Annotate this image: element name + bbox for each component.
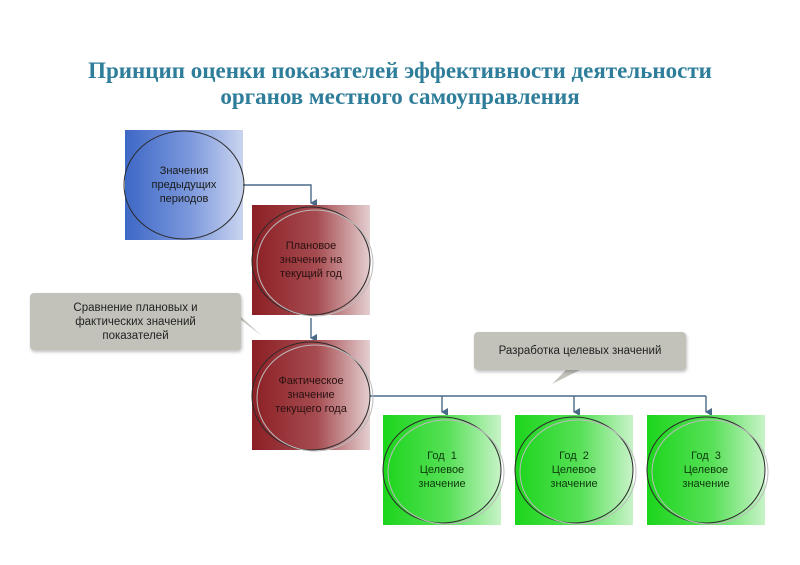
previous-periods-box: Значения предыдущих периодов xyxy=(123,130,245,240)
circle-outline-icon xyxy=(251,206,374,317)
page-title: Принцип оценки показателей эффективности… xyxy=(0,58,800,110)
year-3-target-box: Год 3 Целевое значение xyxy=(646,415,769,525)
planned-value-label: Плановое значение на текущий год xyxy=(279,240,343,280)
circle-outline-icon xyxy=(251,341,374,452)
actual-value-box: Фактическое значение текущего года xyxy=(251,340,374,452)
comparison-callout: Сравнение плановых и фактических значени… xyxy=(30,293,241,350)
circle-outline-icon xyxy=(646,416,769,525)
title-line-1: Принцип оценки показателей эффективности… xyxy=(88,58,712,83)
actual-value-label: Фактическое значение текущего года xyxy=(275,375,347,415)
callout-targets-pointer xyxy=(552,368,584,384)
planned-value-box: Плановое значение на текущий год xyxy=(251,205,374,317)
circle-outline-icon xyxy=(382,416,505,525)
circle-outline-icon xyxy=(123,130,245,240)
year-1-target-label: Год 1 Целевое значение xyxy=(418,450,466,490)
connector-previous-planned xyxy=(243,184,317,207)
targets-callout: Разработка целевых значений xyxy=(474,332,686,370)
year-1-target-box: Год 1 Целевое значение xyxy=(382,415,505,525)
circle-outline-icon xyxy=(514,416,637,525)
year-3-target-label: Год 3 Целевое значение xyxy=(682,450,730,490)
title-line-2: органов местного самоуправления xyxy=(220,84,580,109)
year-2-target-box: Год 2 Целевое значение xyxy=(514,415,637,525)
year-2-target-label: Год 2 Целевое значение xyxy=(550,450,598,490)
previous-periods-label: Значения предыдущих периодов xyxy=(151,165,217,205)
